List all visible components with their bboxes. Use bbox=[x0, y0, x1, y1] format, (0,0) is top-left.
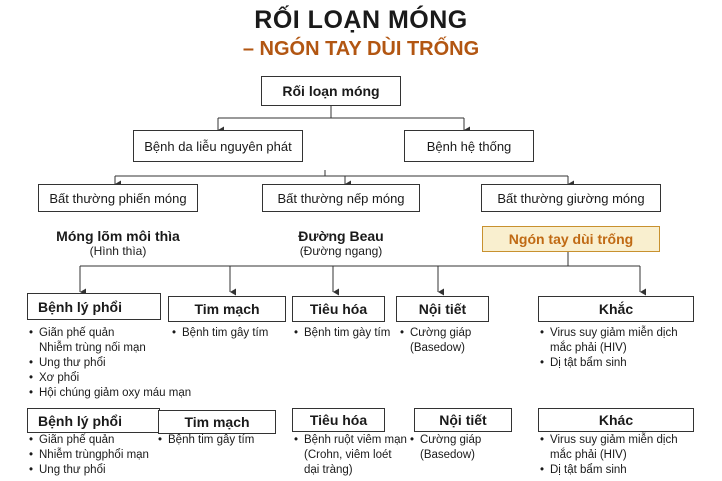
list-item: Nhiễm trùngphổi mạn bbox=[29, 448, 179, 463]
list-item: Ung thư phổi bbox=[29, 463, 179, 478]
example-spoon-nail-note: (Hình thìa) bbox=[89, 244, 147, 258]
list-item: Cường giáp(Basedow) bbox=[400, 326, 500, 356]
node-clubbing-highlight: Ngón tay dùi trống bbox=[482, 226, 660, 252]
example-beau-lines-name: Đường Beau bbox=[298, 228, 384, 244]
example-spoon-nail-name: Móng lõm môi thìa bbox=[56, 228, 180, 244]
group2-lung: Bệnh lý phổi bbox=[27, 408, 160, 433]
example-beau-lines: Đường Beau (Đường ngang) bbox=[262, 228, 420, 258]
root-node: Rối loạn móng bbox=[261, 76, 401, 106]
group1-lung: Bệnh lý phổi bbox=[27, 293, 161, 320]
group1-digestive-list: Bệnh tim gày tím bbox=[294, 326, 394, 341]
node-nail-fold: Bất thường nếp móng bbox=[262, 184, 420, 212]
node-nail-plate: Bất thường phiến móng bbox=[38, 184, 198, 212]
list-item: Dị tật bẩm sinh bbox=[540, 463, 710, 478]
example-spoon-nail: Móng lõm môi thìa (Hình thìa) bbox=[30, 228, 206, 258]
group2-endocrine: Nội tiết bbox=[414, 408, 512, 432]
node-primary-dermatologic: Bệnh da liễu nguyên phát bbox=[133, 130, 303, 162]
list-item: Giãn phế quản bbox=[29, 433, 179, 448]
group2-cardio: Tim mạch bbox=[158, 410, 276, 434]
group1-other: Khắc bbox=[538, 296, 694, 322]
diagram-title: RỐI LOẠN MÓNG bbox=[254, 6, 468, 34]
list-item: Bệnh tim gây tím bbox=[158, 433, 288, 448]
group1-cardio: Tim mạch bbox=[168, 296, 286, 322]
example-beau-lines-note: (Đường ngang) bbox=[299, 244, 383, 258]
list-item: Dị tật bẩm sinh bbox=[540, 356, 710, 371]
list-item: Hội chúng giảm oxy máu mạn bbox=[29, 386, 199, 401]
list-item: Bệnh tim gày tím bbox=[294, 326, 394, 341]
group1-endocrine-list: Cường giáp(Basedow) bbox=[400, 326, 500, 356]
list-item: Xơ phổi bbox=[29, 371, 199, 386]
group2-endocrine-list: Cường giáp(Basedow) bbox=[410, 433, 520, 463]
list-item: Ung thư phổi bbox=[29, 356, 199, 371]
diagram-subtitle: – NGÓN TAY DÙI TRỐNG bbox=[242, 38, 480, 60]
group2-digestive: Tiêu hóa bbox=[292, 408, 385, 432]
node-systemic-disease: Bệnh hệ thống bbox=[404, 130, 534, 162]
group2-cardio-list: Bệnh tim gây tím bbox=[158, 433, 288, 448]
list-item: Bệnh tim gây tím bbox=[172, 326, 288, 341]
group2-other: Khác bbox=[538, 408, 694, 432]
list-item: Cường giáp(Basedow) bbox=[410, 433, 520, 463]
group1-cardio-list: Bệnh tim gây tím bbox=[172, 326, 288, 341]
group1-endocrine: Nội tiết bbox=[396, 296, 489, 322]
node-nail-bed: Bất thường giường móng bbox=[481, 184, 661, 212]
group1-digestive: Tiêu hóa bbox=[292, 296, 385, 322]
